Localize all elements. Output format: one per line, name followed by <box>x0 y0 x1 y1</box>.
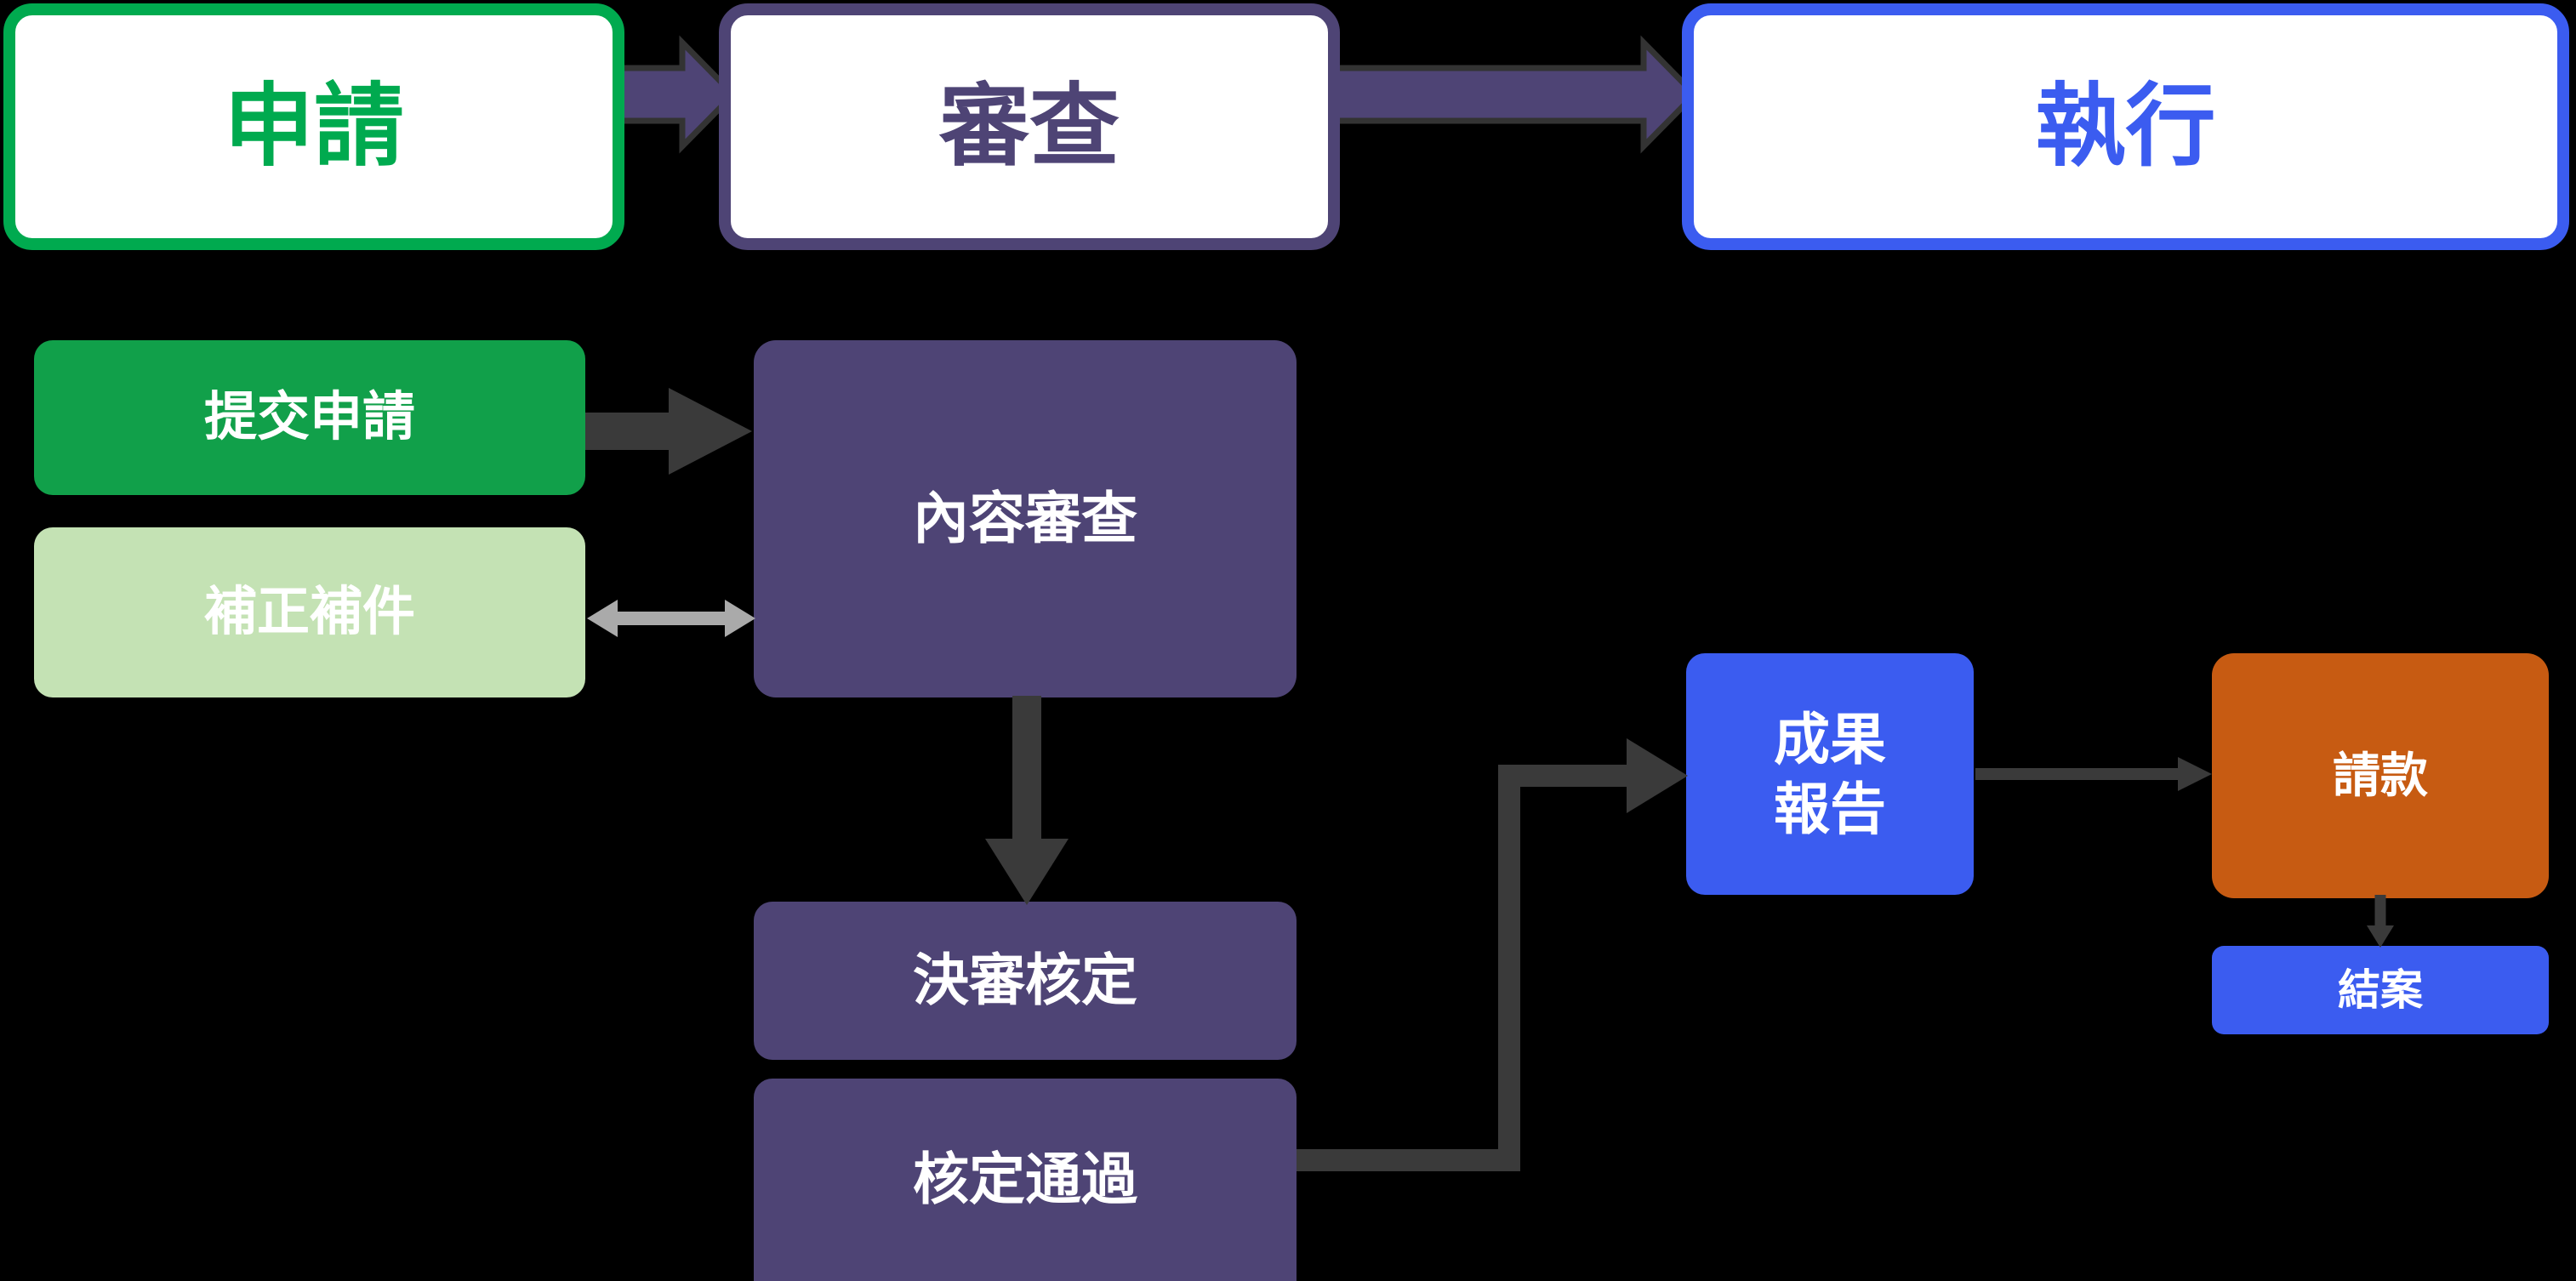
step-label-submit-application: 提交申請 <box>203 388 415 447</box>
step-label-amend-documents: 補正補件 <box>203 583 415 642</box>
step-label-content-review: 內容審查 <box>913 487 1137 550</box>
arrow-amend-content-bidirectional <box>587 595 755 641</box>
step-box-results-report[interactable]: 成果 報告 <box>1686 653 1974 895</box>
step-label-results-report: 成果 報告 <box>1774 707 1886 841</box>
phase-label-review: 審查 <box>939 76 1120 177</box>
step-label-case-closed: 結案 <box>2338 966 2423 1014</box>
arrow-content-to-final <box>980 696 1074 907</box>
phase-card-apply[interactable]: 申請 <box>3 3 624 250</box>
step-box-content-review[interactable]: 內容審查 <box>754 340 1297 697</box>
block-arrow-review-to-exec <box>1324 31 1698 158</box>
phase-label-apply: 申請 <box>224 76 404 177</box>
step-box-submit-application[interactable]: 提交申請 <box>34 340 585 495</box>
step-label-final-decision: 決審核定 <box>913 948 1137 1012</box>
arrow-report-to-claim <box>1975 750 2214 798</box>
phase-label-exec: 執行 <box>2035 76 2216 177</box>
arrow-claim-to-close <box>2353 895 2408 949</box>
arrow-submit-to-content <box>585 384 755 478</box>
step-box-case-closed[interactable]: 結案 <box>2212 946 2549 1034</box>
block-arrow-apply-to-review <box>609 31 737 158</box>
step-label-approval-passed: 核定通過 <box>913 1147 1137 1211</box>
step-box-amend-documents[interactable]: 補正補件 <box>34 527 585 697</box>
phase-card-exec[interactable]: 執行 <box>1682 3 2569 250</box>
step-label-payment-request: 請款 <box>2333 748 2428 802</box>
step-box-final-decision[interactable]: 決審核定 <box>754 902 1297 1060</box>
step-box-payment-request[interactable]: 請款 <box>2212 653 2549 898</box>
arrow-passed-to-report <box>1290 732 1698 1174</box>
phase-card-review[interactable]: 審查 <box>719 3 1340 250</box>
step-box-approval-passed[interactable]: 核定通過 <box>754 1079 1297 1281</box>
